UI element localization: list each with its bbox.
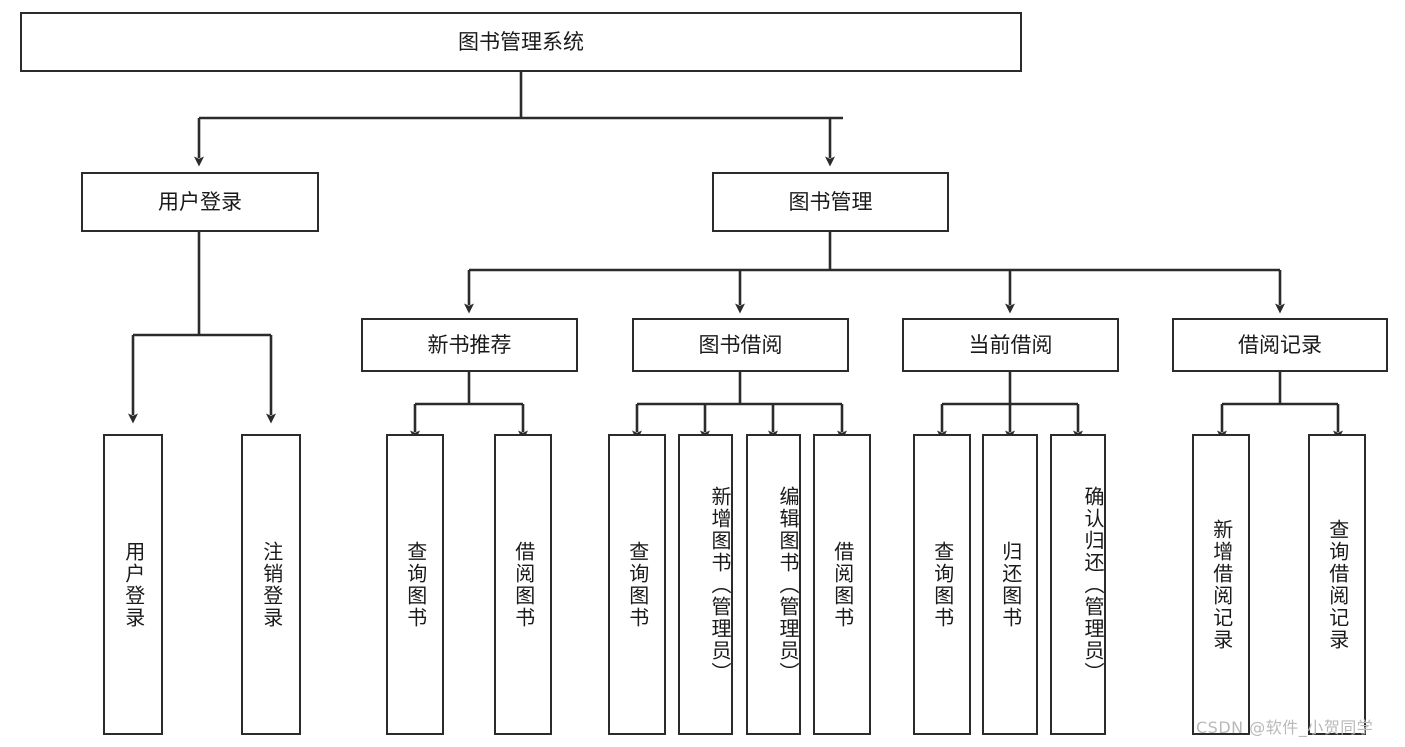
node-label: 注销登录	[259, 540, 284, 629]
leaf-newbook-query-books[interactable]: 查询图书	[386, 434, 444, 735]
leaf-borrowrecord-add-record[interactable]: 新增借阅记录	[1192, 434, 1250, 735]
node-label: 借阅记录	[1238, 332, 1322, 357]
leaf-borrowrecord-query-record[interactable]: 查询借阅记录	[1308, 434, 1366, 735]
node-label: 当前借阅	[968, 332, 1053, 357]
node-label: 用户登录	[121, 540, 146, 629]
node-label: 借阅图书	[511, 540, 536, 629]
leaf-bookborrow-edit-book-admin[interactable]: 编辑图书（管理员）	[746, 434, 801, 735]
leaf-bookborrow-query-books[interactable]: 查询图书	[608, 434, 666, 735]
node-label: 查询图书	[403, 540, 428, 629]
node-book-management[interactable]: 图书管理	[712, 172, 949, 232]
node-book-borrow[interactable]: 图书借阅	[632, 318, 849, 372]
leaf-bookborrow-add-book-admin[interactable]: 新增图书（管理员）	[678, 434, 733, 735]
leaf-user-login-signin[interactable]: 用户登录	[103, 434, 163, 735]
node-user-login[interactable]: 用户登录	[81, 172, 319, 232]
node-current-borrow[interactable]: 当前借阅	[902, 318, 1119, 372]
node-label: 新增图书（管理员）	[708, 485, 732, 684]
node-label: 新书推荐	[427, 332, 512, 357]
leaf-bookborrow-borrow-books[interactable]: 借阅图书	[813, 434, 871, 735]
leaf-currentborrow-query-books[interactable]: 查询图书	[913, 434, 971, 735]
node-label: 查询图书	[625, 540, 650, 629]
node-label: 编辑图书（管理员）	[776, 485, 800, 684]
node-label: 图书管理	[788, 189, 873, 214]
leaf-newbook-borrow-books[interactable]: 借阅图书	[494, 434, 552, 735]
node-label: 用户登录	[158, 189, 242, 214]
leaf-user-login-signout[interactable]: 注销登录	[241, 434, 301, 735]
node-label: 归还图书	[998, 540, 1023, 629]
node-root-book-management-system[interactable]: 图书管理系统	[20, 12, 1022, 72]
node-label: 确认归还（管理员）	[1081, 485, 1105, 684]
node-borrow-record[interactable]: 借阅记录	[1172, 318, 1388, 372]
node-label: 图书借阅	[698, 332, 783, 357]
node-label: 新增借阅记录	[1209, 518, 1234, 651]
node-label: 查询图书	[930, 540, 955, 629]
csdn-watermark: CSDN @软件_小贺同学	[1196, 718, 1374, 737]
node-new-book-recommend[interactable]: 新书推荐	[361, 318, 578, 372]
leaf-currentborrow-confirm-return-admin[interactable]: 确认归还（管理员）	[1050, 434, 1106, 735]
leaf-currentborrow-return-books[interactable]: 归还图书	[982, 434, 1038, 735]
node-label: 图书管理系统	[458, 29, 584, 54]
node-label: 查询借阅记录	[1325, 518, 1350, 651]
node-label: 借阅图书	[830, 540, 855, 629]
